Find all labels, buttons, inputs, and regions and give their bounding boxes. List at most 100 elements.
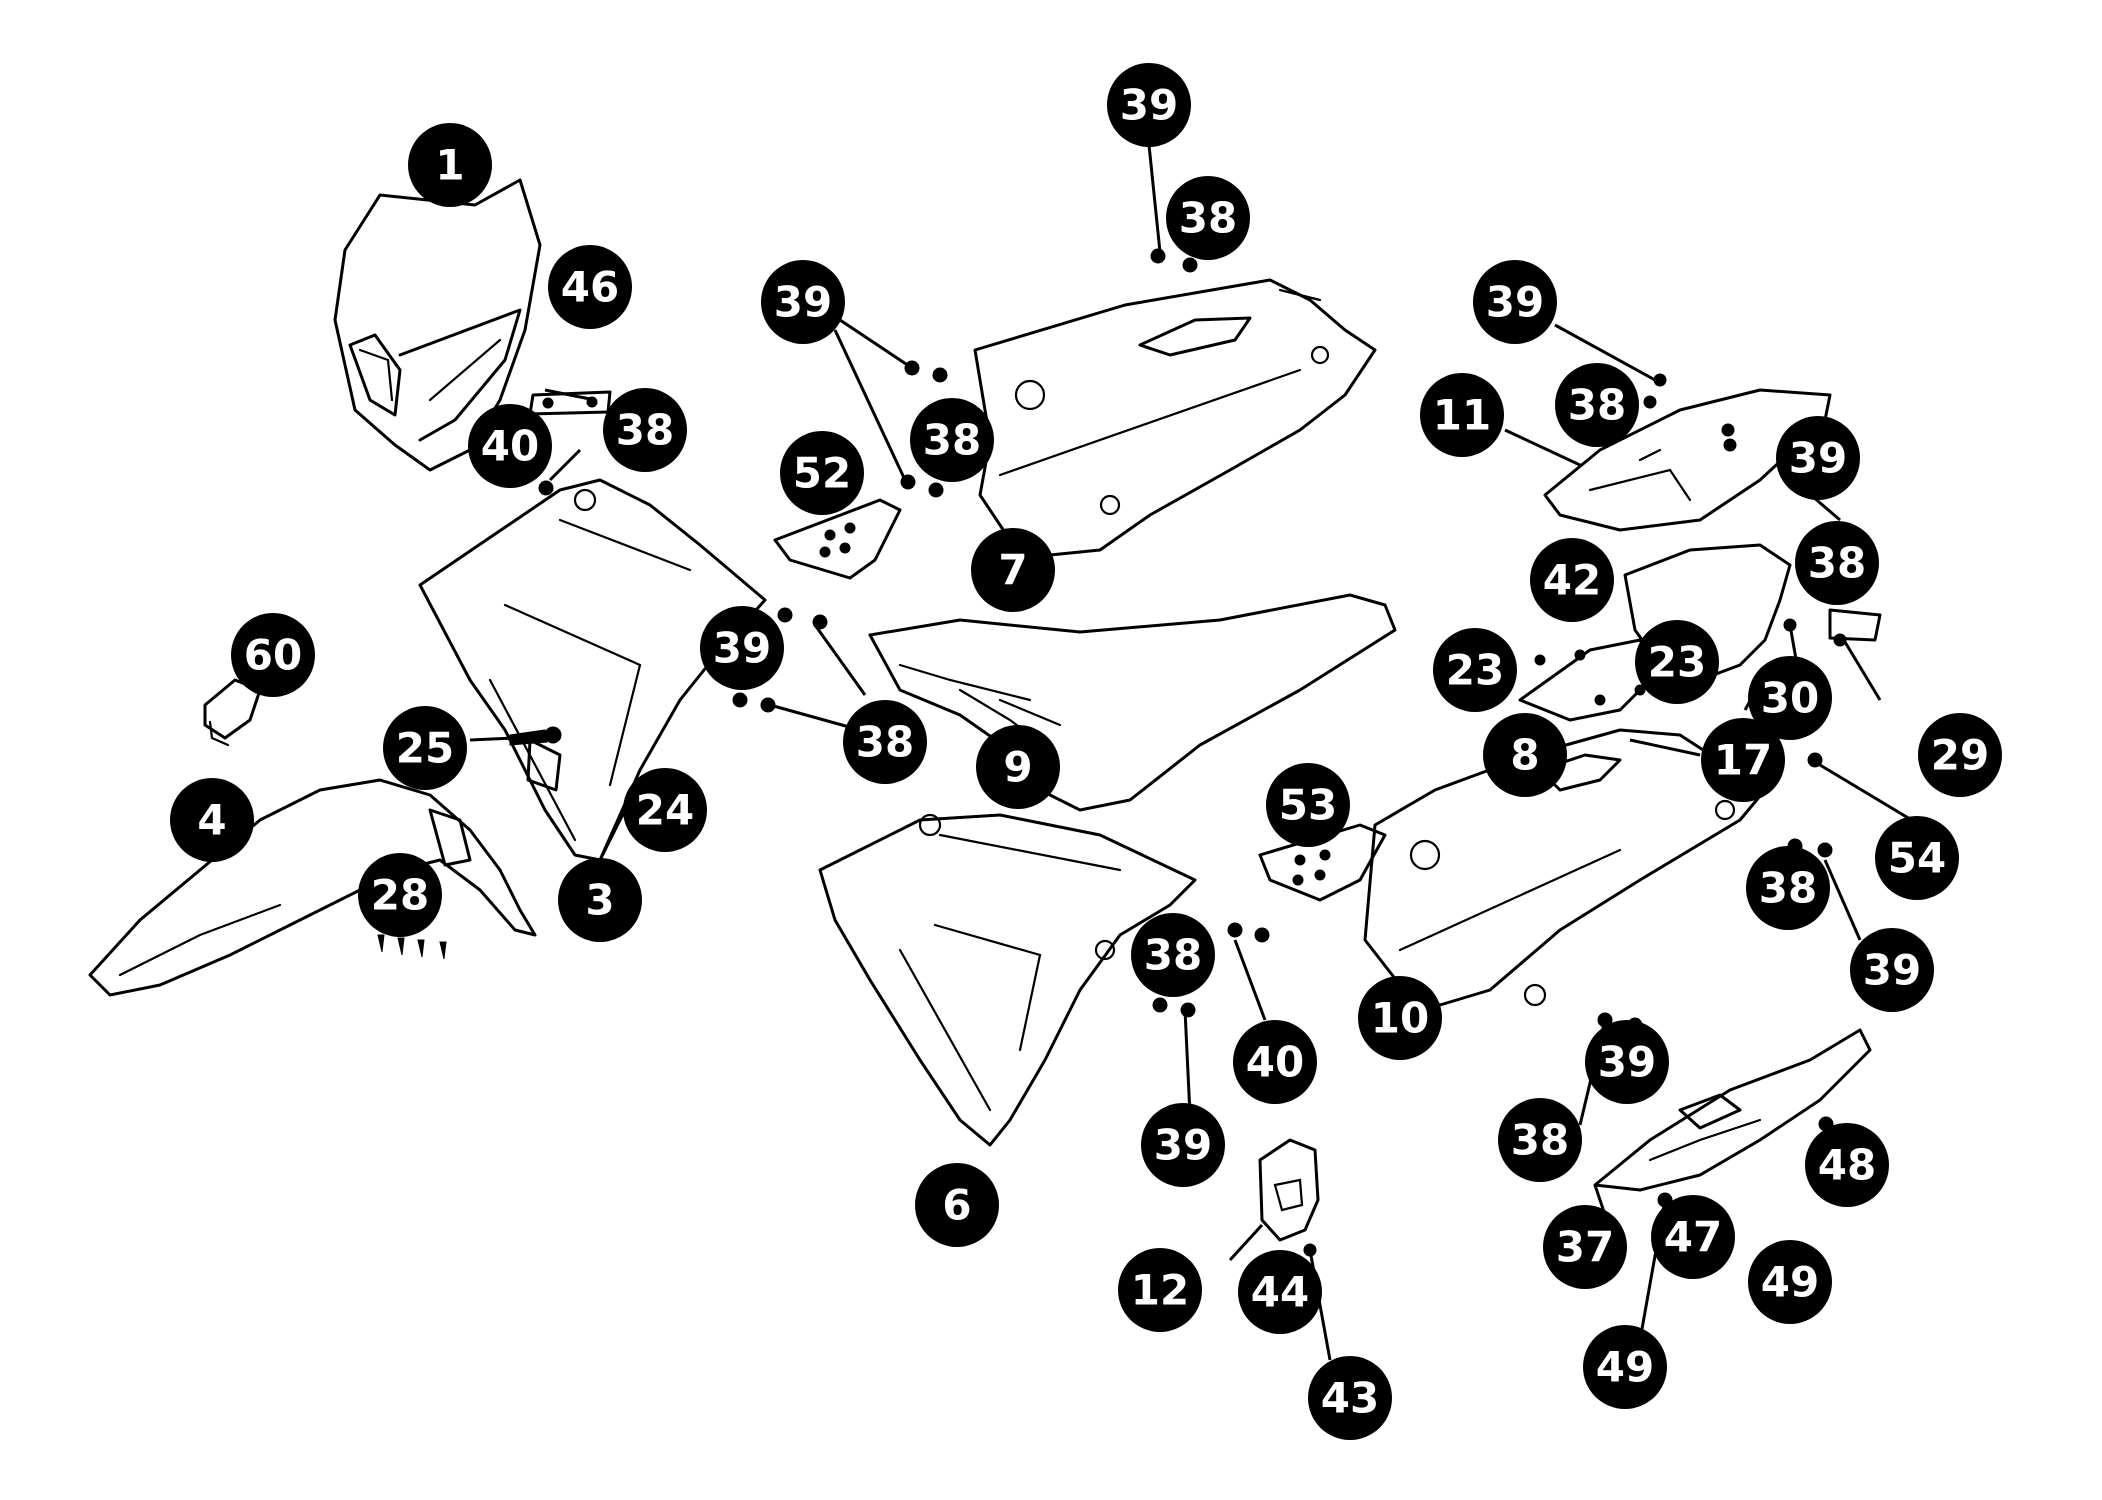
callout: 8: [1483, 713, 1567, 797]
callout: 6: [915, 1163, 999, 1247]
callout: 39: [1141, 1103, 1225, 1187]
svg-text:30: 30: [1761, 674, 1819, 723]
svg-text:29: 29: [1931, 731, 1989, 780]
callout: 4: [170, 778, 254, 862]
svg-text:1: 1: [435, 141, 464, 190]
svg-text:38: 38: [923, 416, 981, 465]
callout: 39: [761, 260, 845, 344]
svg-text:49: 49: [1761, 1258, 1819, 1307]
callout: 23: [1433, 628, 1517, 712]
svg-text:38: 38: [616, 406, 674, 455]
svg-text:8: 8: [1510, 731, 1539, 780]
callout: 48: [1805, 1123, 1889, 1207]
callout: 9: [976, 725, 1060, 809]
part-side-panel-upper: [973, 278, 1377, 557]
svg-text:37: 37: [1556, 1223, 1614, 1272]
callout: 25: [383, 706, 467, 790]
svg-text:24: 24: [636, 786, 694, 835]
callout: 28: [358, 853, 442, 937]
svg-text:49: 49: [1596, 1343, 1654, 1392]
callout: 46: [548, 245, 632, 329]
svg-text:9: 9: [1003, 743, 1032, 792]
part-front-fender: [88, 778, 537, 997]
callout: 38: [1795, 521, 1879, 605]
svg-text:39: 39: [713, 624, 771, 673]
svg-text:40: 40: [481, 422, 539, 471]
callout: 10: [1358, 976, 1442, 1060]
svg-text:3: 3: [585, 876, 614, 925]
callout: 12: [1118, 1248, 1202, 1332]
svg-text:44: 44: [1251, 1268, 1309, 1317]
callout: 54: [1875, 816, 1959, 900]
svg-text:43: 43: [1321, 1374, 1379, 1423]
callout: 38: [1131, 913, 1215, 997]
callout: 42: [1530, 538, 1614, 622]
callout: 47: [1651, 1195, 1735, 1279]
callout: 60: [231, 613, 315, 697]
svg-text:39: 39: [1120, 81, 1178, 130]
part-radiator-shroud-right: [818, 813, 1197, 1147]
callout: 38: [843, 700, 927, 784]
svg-text:7: 7: [998, 546, 1027, 595]
callout: 40: [468, 404, 552, 488]
callout: 1: [408, 123, 492, 207]
svg-text:54: 54: [1888, 834, 1946, 883]
svg-text:39: 39: [1154, 1121, 1212, 1170]
svg-text:39: 39: [774, 278, 832, 327]
callout: 39: [1585, 1020, 1669, 1104]
callout: 39: [1850, 928, 1934, 1012]
svg-text:38: 38: [1511, 1116, 1569, 1165]
callout-badges: 1 46 40 38 39 38 39 38 52 7 39 38 11 39 …: [170, 63, 2002, 1440]
part-chain-slider: [1593, 1028, 1872, 1192]
callout: 37: [1543, 1205, 1627, 1289]
callout: 40: [1233, 1020, 1317, 1104]
part-cap-60: [203, 678, 262, 747]
svg-text:46: 46: [561, 263, 619, 312]
callout: 3: [558, 858, 642, 942]
part-chain-guide: [1258, 1138, 1320, 1242]
svg-text:25: 25: [396, 724, 454, 773]
svg-text:23: 23: [1446, 646, 1504, 695]
svg-text:38: 38: [856, 718, 914, 767]
svg-text:39: 39: [1598, 1038, 1656, 1087]
svg-text:38: 38: [1568, 381, 1626, 430]
svg-text:38: 38: [1808, 539, 1866, 588]
part-screw-25: [509, 726, 562, 746]
callout: 30: [1748, 656, 1832, 740]
callout: 38: [603, 388, 687, 472]
part-bracket-29: [1828, 608, 1882, 642]
svg-text:38: 38: [1179, 194, 1237, 243]
callout: 49: [1748, 1240, 1832, 1324]
callout: 49: [1583, 1325, 1667, 1409]
svg-text:39: 39: [1863, 946, 1921, 995]
callout: 38: [910, 398, 994, 482]
callout: 24: [623, 768, 707, 852]
callout: 38: [1555, 363, 1639, 447]
callout: 38: [1746, 846, 1830, 930]
callout: 52: [780, 431, 864, 515]
svg-text:48: 48: [1818, 1141, 1876, 1190]
callout: 38: [1498, 1098, 1582, 1182]
svg-text:40: 40: [1246, 1038, 1304, 1087]
svg-text:38: 38: [1759, 864, 1817, 913]
svg-text:23: 23: [1648, 638, 1706, 687]
svg-text:28: 28: [371, 871, 429, 920]
part-plate-53: [1258, 823, 1387, 902]
svg-text:53: 53: [1279, 781, 1337, 830]
callout: 29: [1918, 713, 2002, 797]
callout: 17: [1701, 718, 1785, 802]
svg-text:4: 4: [197, 796, 226, 845]
part-radiator-shroud-left: [418, 478, 767, 862]
svg-text:10: 10: [1371, 994, 1429, 1043]
callout: 23: [1635, 620, 1719, 704]
callout: 39: [1473, 260, 1557, 344]
leader-lines: [469, 144, 1921, 1361]
svg-text:47: 47: [1664, 1213, 1722, 1262]
svg-text:6: 6: [942, 1181, 971, 1230]
svg-text:39: 39: [1486, 278, 1544, 327]
callout: 53: [1266, 763, 1350, 847]
callout: 11: [1420, 373, 1504, 457]
callout: 39: [700, 606, 784, 690]
part-plate-52: [773, 498, 902, 580]
